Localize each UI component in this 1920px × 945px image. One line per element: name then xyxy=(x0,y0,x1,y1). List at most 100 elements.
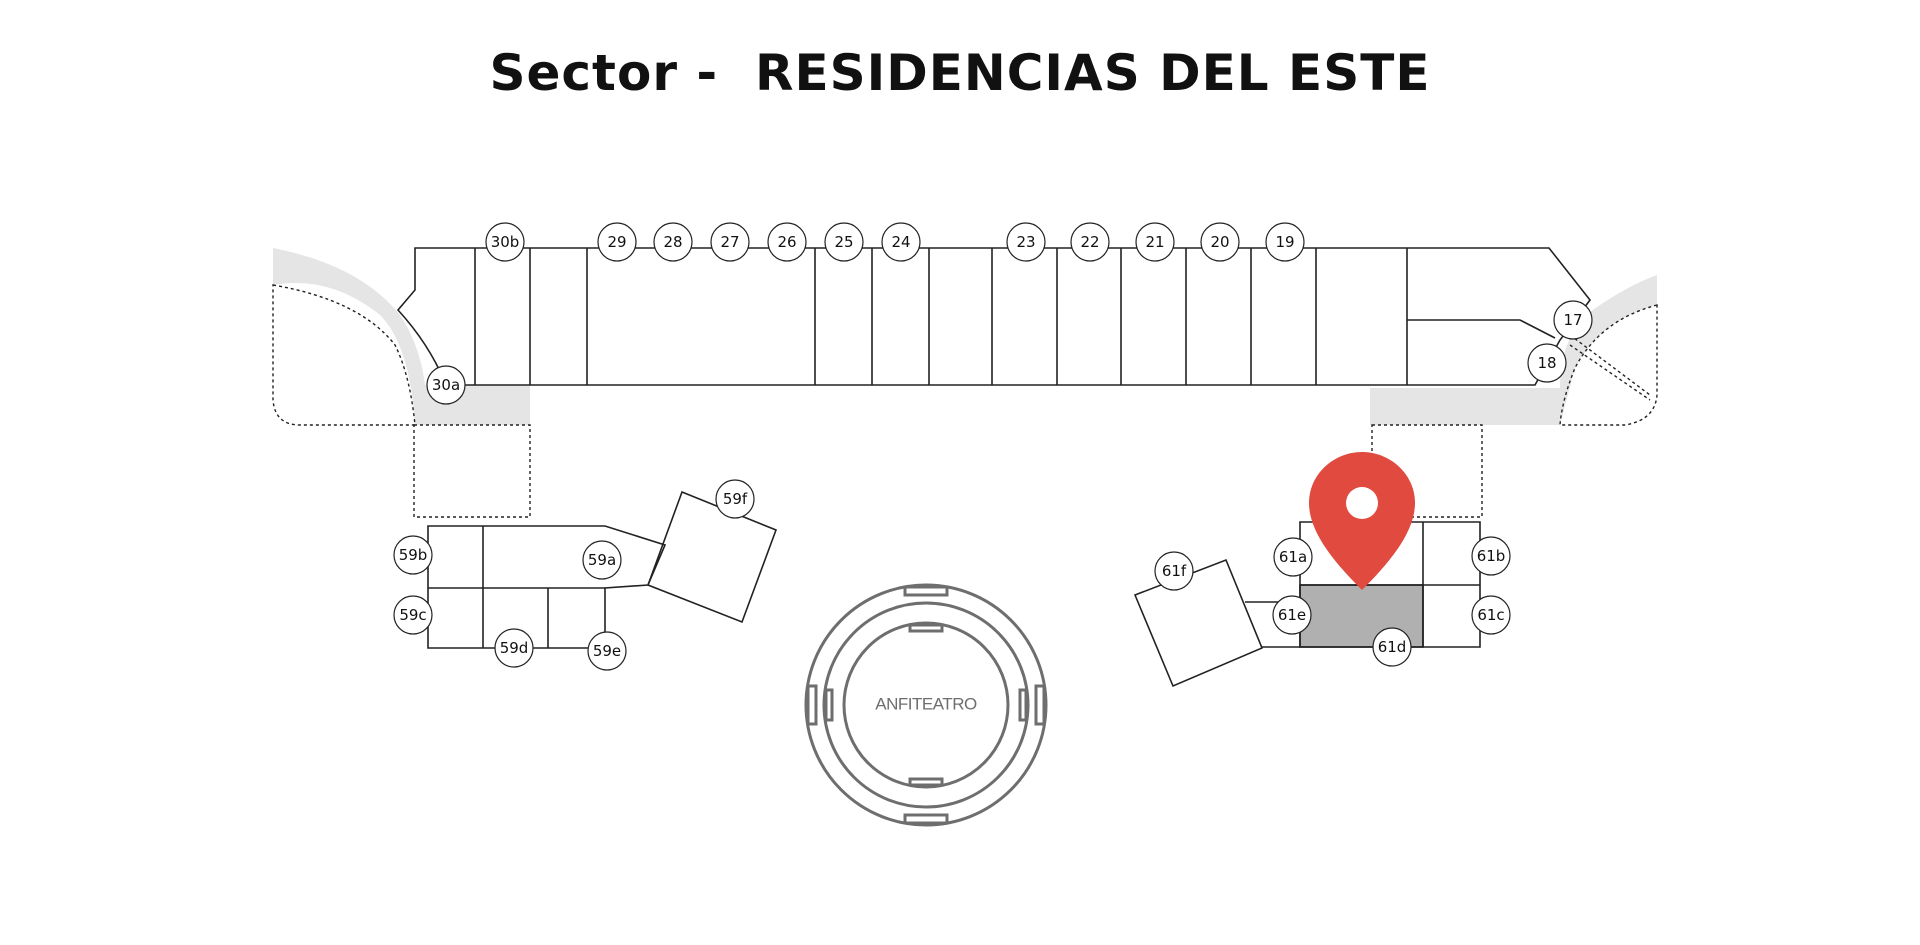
unit-marker-circle xyxy=(1154,551,1194,591)
unit-marker-18[interactable]: 18 xyxy=(1527,343,1567,383)
unit-marker-circle xyxy=(426,365,466,405)
block-59-outline xyxy=(427,525,667,649)
unit-marker-circle xyxy=(1471,536,1511,576)
unit-marker-61e[interactable]: 61e xyxy=(1272,595,1312,635)
unit-label: 61f xyxy=(1162,562,1187,580)
unit-marker-25[interactable]: 25 xyxy=(824,222,864,262)
unit-marker-circle xyxy=(1200,222,1240,262)
unit-marker-59f[interactable]: 59f xyxy=(715,479,755,519)
unit-marker-circle xyxy=(1006,222,1046,262)
unit-marker-61d[interactable]: 61d xyxy=(1372,627,1412,667)
page-title: Sector - RESIDENCIAS DEL ESTE xyxy=(489,44,1431,102)
unit-label: 61e xyxy=(1278,606,1306,624)
unit-label: 59a xyxy=(588,551,616,569)
east-walkway xyxy=(1370,275,1657,425)
unit-label: 59c xyxy=(399,606,426,624)
unit-label: 23 xyxy=(1016,233,1035,251)
unit-label: 59b xyxy=(399,546,428,564)
unit-marker-26[interactable]: 26 xyxy=(767,222,807,262)
unit-marker-20[interactable]: 20 xyxy=(1200,222,1240,262)
east-corner-diagonals xyxy=(1569,334,1651,401)
amphitheatre-label: ANFITEATRO xyxy=(875,695,977,714)
unit-marker-circle xyxy=(1372,627,1412,667)
unit-marker-circle xyxy=(1471,595,1511,635)
unit-marker-circle xyxy=(1272,595,1312,635)
unit-marker-59d[interactable]: 59d xyxy=(494,628,534,668)
unit-marker-59e[interactable]: 59e xyxy=(587,631,627,671)
unit-marker-circle xyxy=(582,540,622,580)
unit-marker-28[interactable]: 28 xyxy=(653,222,693,262)
unit-marker-61f[interactable]: 61f xyxy=(1154,551,1194,591)
unit-marker-59b[interactable]: 59b xyxy=(393,535,433,575)
unit-label: 30a xyxy=(432,376,460,394)
unit-label: 17 xyxy=(1563,311,1582,329)
unit-marker-61a[interactable]: 61a xyxy=(1273,537,1313,577)
block-61-partitions xyxy=(1300,522,1480,647)
unit-label: 59d xyxy=(500,639,529,657)
unit-label: 61a xyxy=(1279,548,1307,566)
unit-label: 21 xyxy=(1145,233,1164,251)
unit-marker-59c[interactable]: 59c xyxy=(393,595,433,635)
east-annex xyxy=(1371,424,1483,518)
unit-marker-29[interactable]: 29 xyxy=(597,222,637,262)
unit-label: 28 xyxy=(663,233,682,251)
unit-marker-circle xyxy=(881,222,921,262)
unit-labels: 30b 29 28 27 26 25 24 23 22 21 20 19 17 18 30a 59f 59a 59… xyxy=(393,222,1593,671)
unit-label: 26 xyxy=(777,233,796,251)
unit-label: 20 xyxy=(1210,233,1229,251)
unit-marker-circle xyxy=(485,222,525,262)
unit-label: 61c xyxy=(1477,606,1504,624)
unit-marker-61b[interactable]: 61b xyxy=(1471,536,1511,576)
west-corner-lot xyxy=(272,284,416,426)
unit-marker-circle xyxy=(597,222,637,262)
unit-marker-circle xyxy=(715,479,755,519)
unit-marker-circle xyxy=(1273,537,1313,577)
unit-marker-22[interactable]: 22 xyxy=(1070,222,1110,262)
unit-marker-17[interactable]: 17 xyxy=(1553,300,1593,340)
unit-marker-circle xyxy=(824,222,864,262)
unit-marker-circle xyxy=(710,222,750,262)
unit-marker-circle xyxy=(1265,222,1305,262)
unit-marker-61c[interactable]: 61c xyxy=(1471,595,1511,635)
unit-label: 59e xyxy=(593,642,621,660)
location-pin-icon xyxy=(1309,452,1415,590)
unit-label: 30b xyxy=(491,233,520,251)
unit-marker-circle xyxy=(494,628,534,668)
unit-label: 29 xyxy=(607,233,626,251)
unit-label: 59f xyxy=(723,490,748,508)
unit-marker-59a[interactable]: 59a xyxy=(582,540,622,580)
unit-label: 25 xyxy=(834,233,853,251)
unit-label: 19 xyxy=(1275,233,1294,251)
west-walkway xyxy=(273,248,530,425)
unit-marker-circle xyxy=(393,535,433,575)
main-building-outline xyxy=(396,247,1592,386)
unit-label: 61b xyxy=(1477,547,1506,565)
unit-label: 18 xyxy=(1537,354,1556,372)
block-59-partitions xyxy=(428,526,605,648)
unit-marker-circle xyxy=(767,222,807,262)
unit-label: 61d xyxy=(1378,638,1407,656)
main-building-partitions xyxy=(474,248,1556,385)
unit-label: 27 xyxy=(720,233,739,251)
block-59f-unit xyxy=(646,490,778,624)
unit-label: 24 xyxy=(891,233,910,251)
east-corner-lot xyxy=(1559,304,1658,426)
unit-marker-30b[interactable]: 30b xyxy=(485,222,525,262)
unit-marker-30a[interactable]: 30a xyxy=(426,365,466,405)
unit-marker-circle xyxy=(1527,343,1567,383)
unit-marker-19[interactable]: 19 xyxy=(1265,222,1305,262)
unit-marker-24[interactable]: 24 xyxy=(881,222,921,262)
unit-marker-circle xyxy=(653,222,693,262)
unit-marker-21[interactable]: 21 xyxy=(1135,222,1175,262)
unit-marker-23[interactable]: 23 xyxy=(1006,222,1046,262)
unit-marker-circle xyxy=(587,631,627,671)
unit-marker-circle xyxy=(1070,222,1110,262)
block-61f-unit xyxy=(1133,558,1264,688)
unit-marker-circle xyxy=(1553,300,1593,340)
unit-marker-circle xyxy=(1135,222,1175,262)
unit-marker-27[interactable]: 27 xyxy=(710,222,750,262)
unit-marker-circle xyxy=(393,595,433,635)
west-annex xyxy=(413,424,531,518)
amphitheatre xyxy=(804,583,1048,827)
